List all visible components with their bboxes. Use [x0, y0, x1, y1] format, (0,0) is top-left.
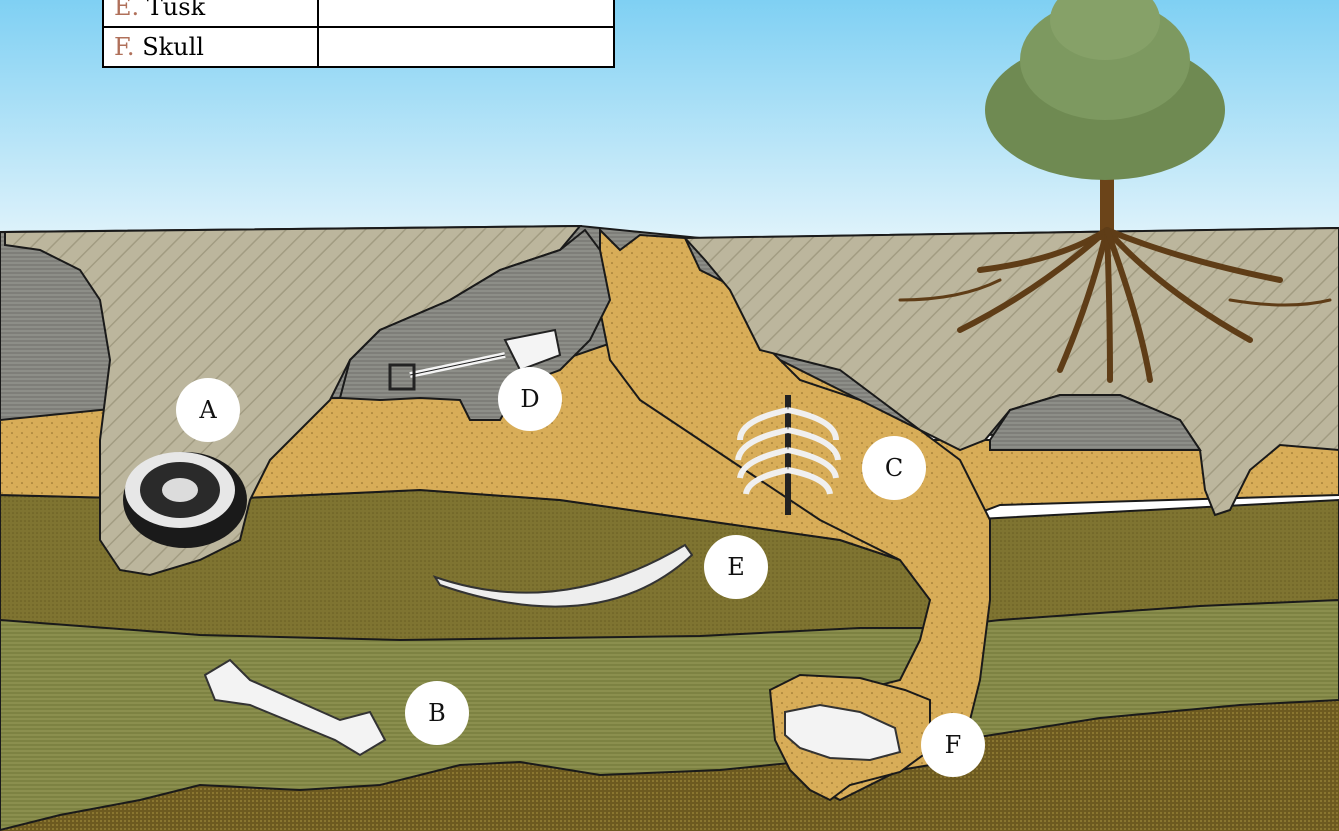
tire-artifact	[123, 452, 247, 548]
row-name: Tusk	[147, 0, 205, 21]
answer-table: E. Tusk F. Skull	[102, 0, 615, 68]
row-name: Skull	[142, 33, 204, 61]
answer-cell[interactable]	[318, 0, 614, 27]
marker-d: D	[498, 367, 562, 431]
table-row: E. Tusk	[103, 0, 614, 27]
marker-c: C	[862, 436, 926, 500]
marker-f: F	[921, 713, 985, 777]
marker-b: B	[405, 681, 469, 745]
marker-e: E	[704, 535, 768, 599]
row-letter: E.	[114, 0, 139, 21]
marker-a: A	[176, 378, 240, 442]
row-letter: F.	[114, 33, 135, 61]
table-row: F. Skull	[103, 27, 614, 67]
answer-cell[interactable]	[318, 27, 614, 67]
